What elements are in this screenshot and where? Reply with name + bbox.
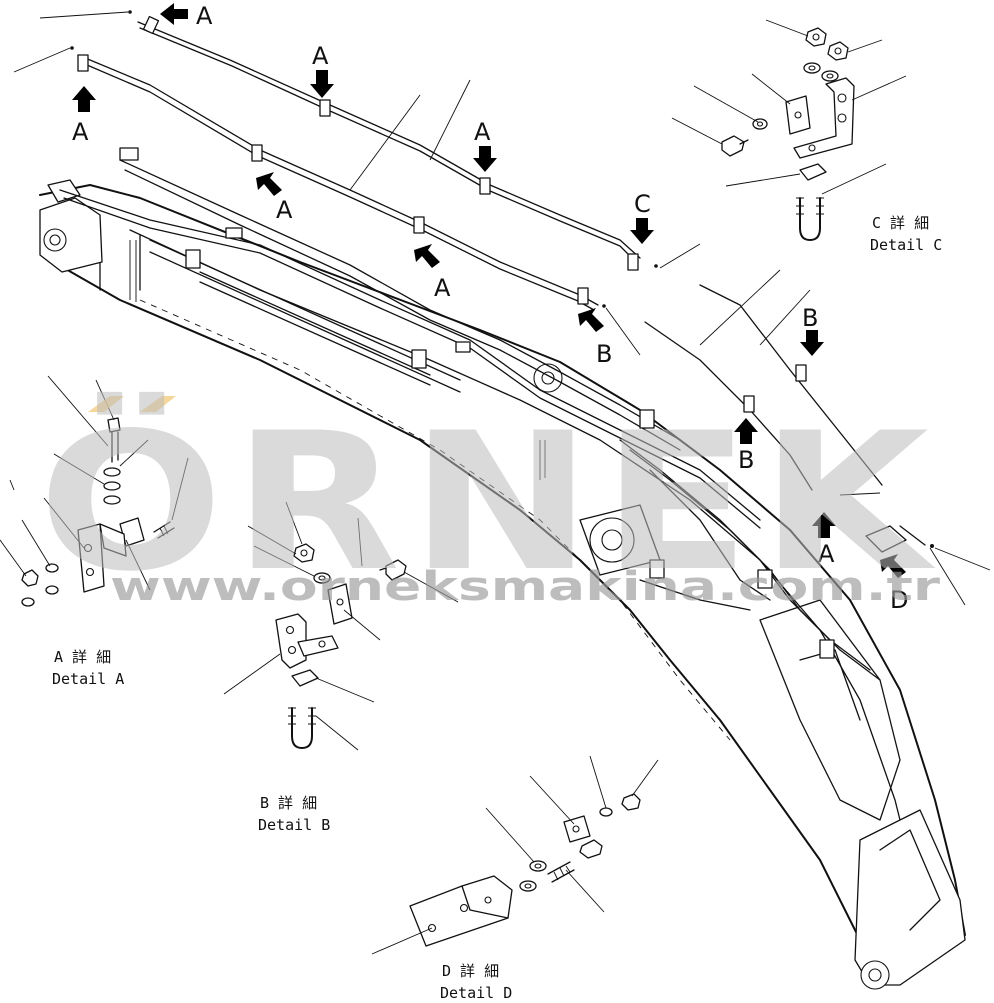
arrow-a5 — [256, 172, 282, 196]
callout-letter-a: A — [276, 196, 293, 224]
callout-arrows — [72, 3, 906, 578]
detail-caption-d: D 詳 細 Detail D — [440, 962, 512, 1002]
detail-d-en: Detail D — [440, 984, 512, 1002]
watermark-brand: ÖRNEK — [38, 391, 938, 613]
detail-caption-c: C 詳 細 Detail C — [870, 214, 942, 254]
detail-a-jp: A 詳 細 — [54, 648, 111, 666]
arrow-b1 — [578, 308, 604, 332]
detail-c-jp: C 詳 細 — [872, 214, 929, 232]
detail-caption-b: B 詳 細 Detail B — [258, 794, 330, 834]
callout-letter-a: A — [474, 118, 491, 146]
arrow-c — [630, 218, 654, 244]
callout-letter-d: D — [890, 586, 908, 614]
detail-c-en: Detail C — [870, 236, 942, 254]
callout-letter-a: A — [196, 2, 213, 30]
detail-a-parts — [0, 375, 189, 607]
watermark-accent-icon — [88, 396, 124, 412]
callout-letter-a: A — [434, 274, 451, 302]
arrow-a3 — [310, 70, 334, 98]
callout-letter-a: A — [72, 118, 89, 146]
detail-c-parts — [671, 19, 907, 241]
callout-letter-a: A — [312, 42, 329, 70]
detail-b-jp: B 詳 細 — [260, 794, 317, 812]
arrow-a2 — [72, 86, 96, 112]
callout-letter-a: A — [818, 540, 835, 568]
callout-letter-b: B — [738, 446, 754, 474]
detail-b-en: Detail B — [258, 816, 330, 834]
callout-letters: A A A A A A C B B B A D — [72, 2, 908, 614]
detail-d-jp: D 詳 細 — [442, 962, 499, 980]
callout-letter-b: B — [596, 340, 612, 368]
arrow-a4 — [473, 146, 497, 172]
arrow-a7 — [812, 512, 836, 538]
callout-letter-b: B — [802, 304, 818, 332]
detail-d-parts — [371, 755, 659, 955]
boom-body — [39, 179, 966, 990]
watermark-url: www.orneksmakina.com.tr — [110, 564, 940, 610]
arrow-a1 — [160, 3, 188, 25]
callout-letter-c: C — [634, 190, 651, 218]
detail-b-parts — [223, 501, 459, 751]
watermark-accent-icon — [140, 396, 176, 412]
arrow-a6 — [414, 244, 440, 268]
arrow-d — [880, 554, 906, 578]
arrow-b3 — [734, 418, 758, 444]
watermark: ÖRNEK www.orneksmakina.com.tr — [38, 391, 940, 613]
detail-caption-a: A 詳 細 Detail A — [52, 648, 124, 688]
arrow-b2 — [800, 330, 824, 356]
detail-a-en: Detail A — [52, 670, 124, 688]
pipe-routing — [13, 10, 991, 681]
